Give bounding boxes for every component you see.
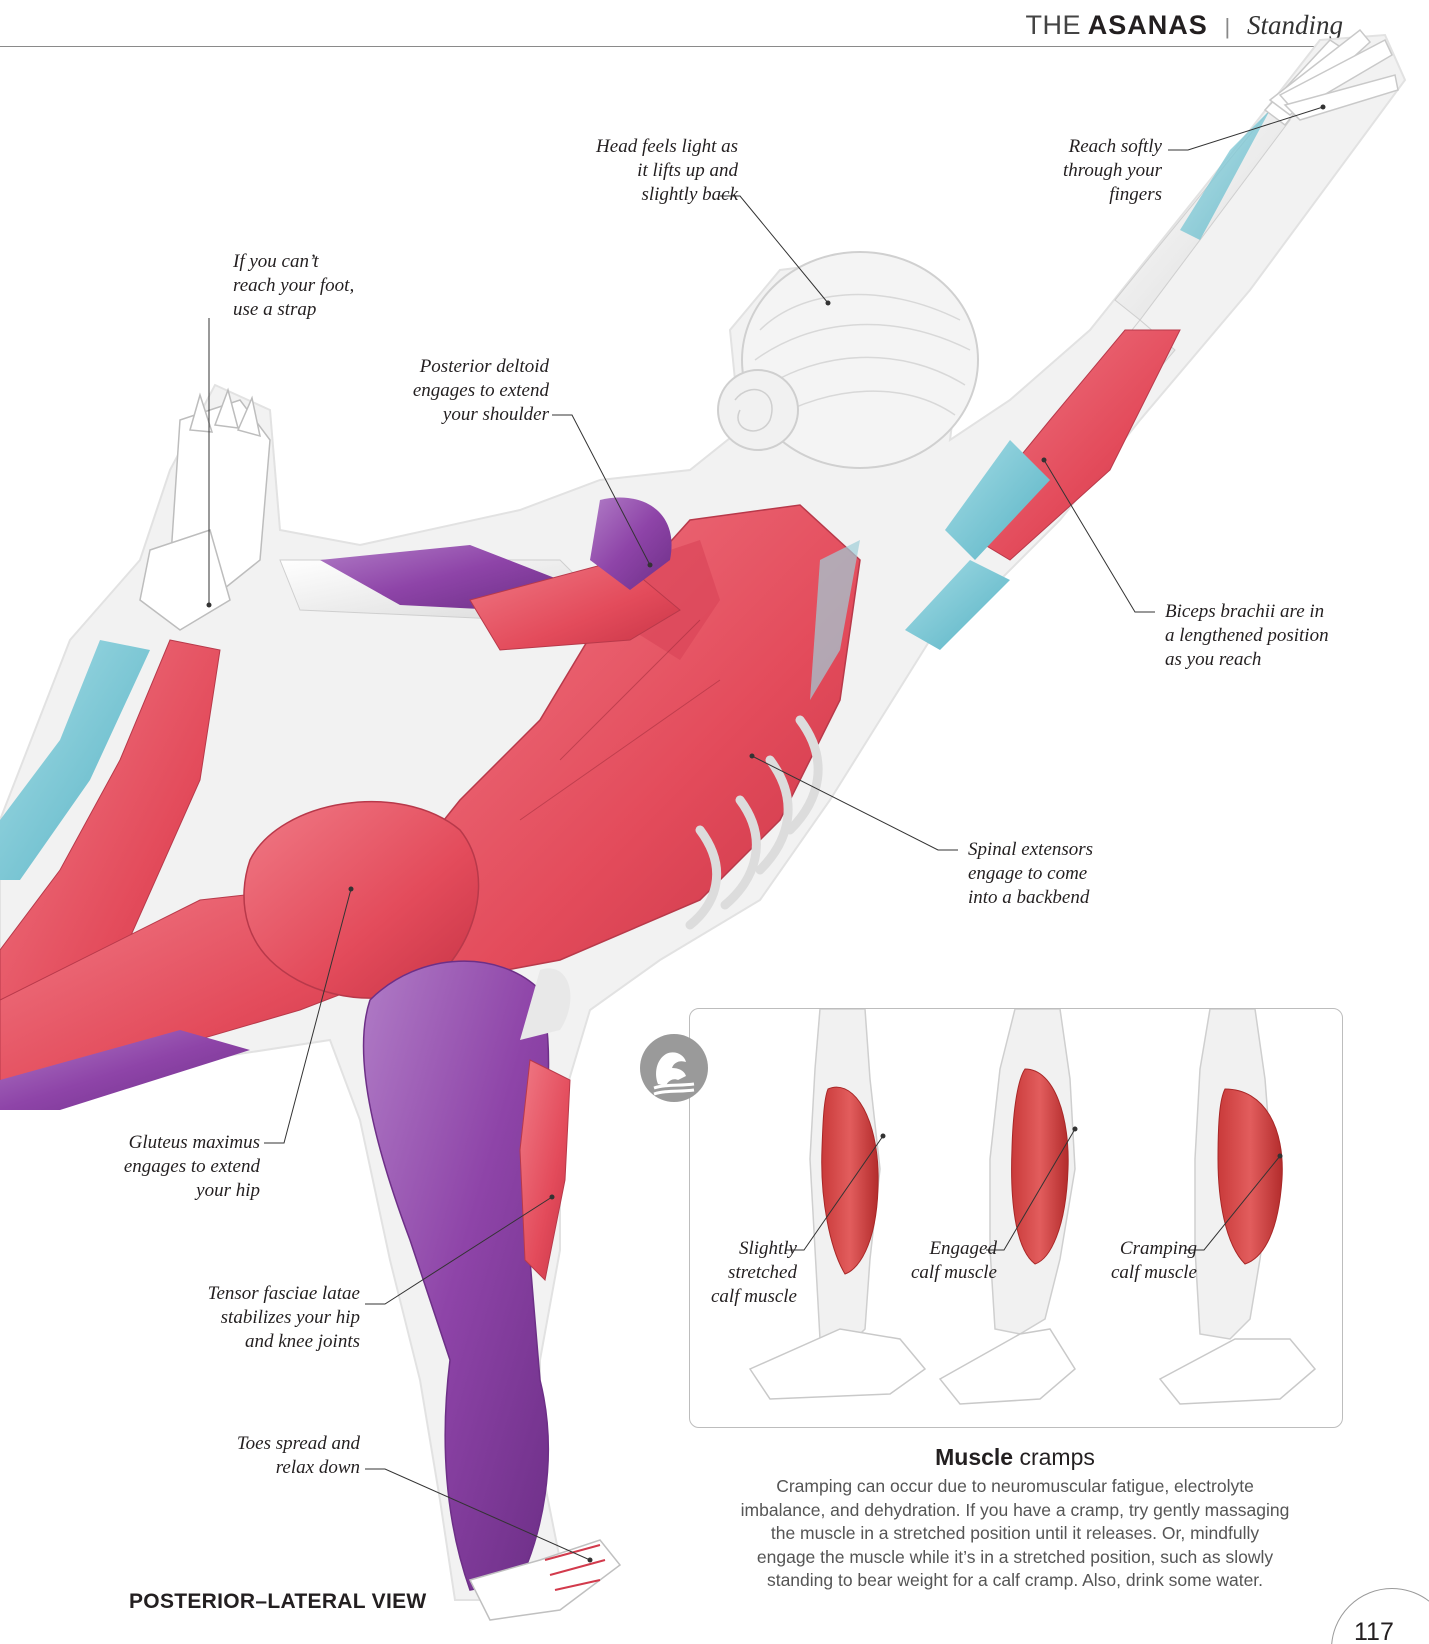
muscle-cramps-body: Cramping can occur due to neuromuscular …: [710, 1475, 1320, 1593]
muscle-cramps-heading-rest: cramps: [1019, 1444, 1094, 1470]
calf-label-cramping: Cramping calf muscle: [1111, 1237, 1197, 1285]
annotation-tensor: Tensor fasciae latae stabilizes your hip…: [208, 1282, 360, 1354]
calf-label-line: Cramping: [1111, 1237, 1197, 1261]
annotation-biceps-line: Biceps brachii are in: [1165, 600, 1329, 624]
annotation-tensor-line: Tensor fasciae latae: [208, 1282, 360, 1306]
annotation-head-line: it lifts up and: [596, 159, 738, 183]
calf-label-line: calf muscle: [1111, 1261, 1197, 1285]
calf-leg-stretched: [750, 1009, 925, 1399]
annotation-spinal-line: Spinal extensors: [968, 838, 1093, 862]
page-number: 117: [1354, 1618, 1394, 1644]
annotation-strap-line: use a strap: [233, 298, 354, 322]
annotation-gluteus-line: engages to extend: [124, 1155, 260, 1179]
calf-label-stretched: Slightly stretched calf muscle: [711, 1237, 797, 1309]
calf-label-engaged: Engaged calf muscle: [911, 1237, 997, 1285]
calf-label-line: stretched: [711, 1261, 797, 1285]
annotation-strap-line: If you can’t: [233, 250, 354, 274]
annotation-toes: Toes spread and relax down: [237, 1432, 360, 1480]
annotation-deltoid-line: Posterior deltoid: [413, 355, 549, 379]
annotation-head-line: Head feels light as: [596, 135, 738, 159]
muscle-cramps-body-line: standing to bear weight for a calf cramp…: [710, 1569, 1320, 1593]
annotation-deltoid: Posterior deltoid engages to extend your…: [413, 355, 549, 427]
annotation-strap-line: reach your foot,: [233, 274, 354, 298]
muscle-cramps-body-line: engage the muscle while it’s in a stretc…: [710, 1546, 1320, 1570]
annotation-gluteus-line: your hip: [124, 1179, 260, 1203]
calf-label-line: calf muscle: [911, 1261, 997, 1285]
calf-label-line: calf muscle: [711, 1285, 797, 1309]
annotation-fingers-line: through your: [1063, 159, 1162, 183]
annotation-spinal-line: engage to come: [968, 862, 1093, 886]
calf-illustrations: [690, 1009, 1342, 1427]
annotation-head-line: slightly back: [596, 183, 738, 207]
annotation-tensor-line: stabilizes your hip: [208, 1306, 360, 1330]
annotation-gluteus-line: Gluteus maximus: [124, 1131, 260, 1155]
muscle-cramps-heading: Muscle cramps: [689, 1444, 1341, 1471]
annotation-toes-line: Toes spread and: [237, 1432, 360, 1456]
muscle-cramps-heading-bold: Muscle: [935, 1444, 1013, 1470]
calf-leg-cramping: [1160, 1009, 1315, 1404]
head: [718, 252, 978, 468]
annotation-toes-line: relax down: [237, 1456, 360, 1480]
flexed-arm-icon: [640, 1034, 708, 1102]
annotation-biceps-line: a lengthened position: [1165, 624, 1329, 648]
annotation-fingers-line: Reach softly: [1063, 135, 1162, 159]
calf-inset-panel: [689, 1008, 1343, 1428]
muscle-cramps-body-line: imbalance, and dehydration. If you have …: [710, 1499, 1320, 1523]
annotation-biceps-line: as you reach: [1165, 648, 1329, 672]
annotation-fingers-line: fingers: [1063, 183, 1162, 207]
annotation-strap: If you can’t reach your foot, use a stra…: [233, 250, 354, 322]
calf-label-line: Slightly: [711, 1237, 797, 1261]
muscle-cramps-body-line: Cramping can occur due to neuromuscular …: [710, 1475, 1320, 1499]
annotation-spinal: Spinal extensors engage to come into a b…: [968, 838, 1093, 910]
calf-leg-engaged: [940, 1009, 1075, 1404]
annotation-deltoid-line: engages to extend: [413, 379, 549, 403]
annotation-biceps: Biceps brachii are in a lengthened posit…: [1165, 600, 1329, 672]
annotation-fingers: Reach softly through your fingers: [1063, 135, 1162, 207]
annotation-gluteus: Gluteus maximus engages to extend your h…: [124, 1131, 260, 1203]
annotation-deltoid-line: your shoulder: [413, 403, 549, 427]
annotation-tensor-line: and knee joints: [208, 1330, 360, 1354]
annotation-spinal-line: into a backbend: [968, 886, 1093, 910]
annotation-head: Head feels light as it lifts up and slig…: [596, 135, 738, 207]
calf-label-line: Engaged: [911, 1237, 997, 1261]
view-label: POSTERIOR–LATERAL VIEW: [129, 1590, 427, 1614]
muscle-cramps-body-line: the muscle in a stretched position until…: [710, 1522, 1320, 1546]
